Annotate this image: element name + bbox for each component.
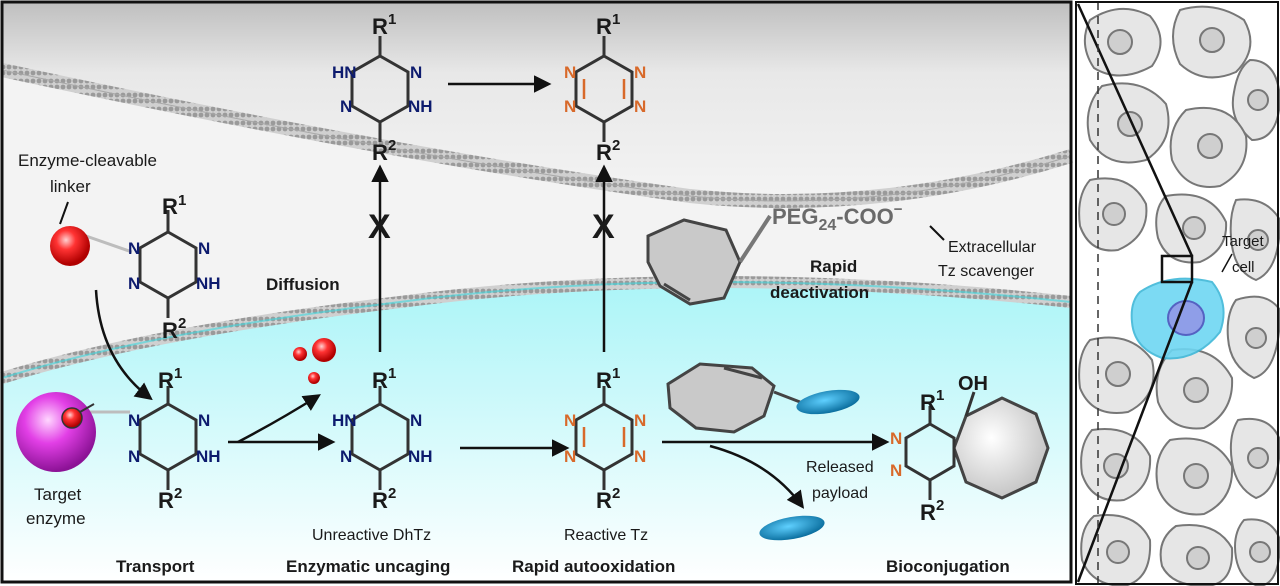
svg-text:2: 2 — [612, 137, 620, 154]
svg-text:Target: Target — [34, 485, 82, 504]
svg-text:R: R — [372, 14, 388, 39]
svg-text:deactivation: deactivation — [770, 283, 869, 302]
svg-text:HN: HN — [332, 411, 357, 430]
svg-text:1: 1 — [388, 365, 396, 382]
svg-text:N: N — [890, 429, 902, 448]
svg-text:N: N — [340, 97, 352, 116]
svg-text:Released: Released — [806, 459, 874, 476]
svg-text:N: N — [198, 239, 210, 258]
svg-text:N: N — [340, 447, 352, 466]
svg-text:OH: OH — [958, 373, 988, 395]
svg-text:N: N — [564, 63, 576, 82]
svg-text:2: 2 — [174, 485, 182, 502]
svg-text:N: N — [890, 461, 902, 480]
svg-text:N: N — [564, 411, 576, 430]
svg-text:Rapid: Rapid — [810, 257, 857, 276]
svg-text:2: 2 — [936, 497, 944, 514]
svg-text:N: N — [128, 239, 140, 258]
svg-text:enzyme: enzyme — [26, 509, 86, 528]
blocked-mark-dhtz: X — [368, 208, 391, 246]
svg-text:R: R — [596, 14, 612, 39]
svg-text:N: N — [128, 447, 140, 466]
unreactive-dhtz-upper: R 1 R 2 HN N N NH — [332, 11, 433, 165]
svg-text:1: 1 — [388, 11, 396, 28]
svg-text:NH: NH — [408, 447, 433, 466]
svg-text:Enzymatic uncaging: Enzymatic uncaging — [286, 557, 450, 576]
svg-text:R: R — [596, 488, 612, 513]
svg-text:Tz scavenger: Tz scavenger — [938, 263, 1035, 280]
svg-text:2: 2 — [388, 485, 396, 502]
svg-text:N: N — [128, 274, 140, 293]
svg-text:2: 2 — [612, 485, 620, 502]
svg-text:N: N — [564, 97, 576, 116]
svg-text:N: N — [634, 447, 646, 466]
svg-text:2: 2 — [388, 137, 396, 154]
svg-text:Extracellular: Extracellular — [948, 239, 1037, 256]
svg-text:N: N — [634, 411, 646, 430]
svg-text:R: R — [920, 390, 936, 415]
svg-text:N: N — [564, 447, 576, 466]
svg-text:cell: cell — [1232, 259, 1255, 276]
svg-text:R: R — [596, 140, 612, 165]
svg-text:N: N — [198, 411, 210, 430]
svg-text:payload: payload — [812, 485, 868, 502]
svg-text:Rapid autooxidation: Rapid autooxidation — [512, 557, 675, 576]
svg-text:N: N — [410, 63, 422, 82]
svg-text:R: R — [158, 488, 174, 513]
svg-text:1: 1 — [936, 387, 944, 404]
svg-text:N: N — [128, 411, 140, 430]
svg-text:1: 1 — [178, 192, 186, 209]
svg-text:Unreactive DhTz: Unreactive DhTz — [312, 527, 431, 544]
tco-payload — [666, 362, 860, 434]
linker-release-curve-arrow — [237, 394, 321, 444]
bioconjugation-product: OH R 1 R 2 N N — [890, 373, 1050, 525]
svg-text:Transport: Transport — [116, 557, 195, 576]
blocked-mark-tz: X — [592, 208, 615, 246]
svg-text:N: N — [634, 97, 646, 116]
svg-text:NH: NH — [408, 97, 433, 116]
svg-text:2: 2 — [178, 315, 186, 332]
unreactive-dhtz-lower: R 1 R 2 HN N N NH Unreactive DhTz — [312, 365, 433, 544]
svg-text:NH: NH — [196, 274, 221, 293]
step-titles: Transport Enzymatic uncaging Rapid autoo… — [116, 557, 1010, 576]
zoom-box — [1160, 254, 1194, 284]
released-linker-balls — [293, 338, 336, 384]
target-enzyme: Target enzyme — [16, 392, 130, 528]
red-linker-ball — [50, 226, 90, 266]
svg-text:1: 1 — [174, 365, 182, 382]
transport-curve-arrow — [94, 289, 153, 401]
svg-text:Reactive Tz: Reactive Tz — [564, 527, 648, 544]
svg-text:R: R — [372, 368, 388, 393]
svg-text:Bioconjugation: Bioconjugation — [886, 557, 1010, 576]
svg-text:N: N — [634, 63, 646, 82]
svg-text:R: R — [162, 318, 178, 343]
svg-text:Enzyme-cleavable: Enzyme-cleavable — [18, 151, 157, 170]
svg-text:1: 1 — [612, 11, 620, 28]
released-payload — [759, 515, 825, 541]
svg-text:R: R — [372, 488, 388, 513]
svg-text:Target: Target — [1222, 233, 1265, 250]
payload-release-curve-arrow — [709, 444, 805, 509]
svg-text:R: R — [372, 140, 388, 165]
svg-text:HN: HN — [332, 63, 357, 82]
caged-tetrazine-linker: Enzyme-cleavable linker R 1 R 2 N N N NH — [18, 151, 221, 343]
svg-text:N: N — [410, 411, 422, 430]
tco-scavenger: PEG24-COO− Rapid deactivation Extracellu… — [646, 201, 1037, 306]
svg-text:PEG24-COO−: PEG24-COO− — [772, 201, 903, 234]
svg-text:R: R — [596, 368, 612, 393]
svg-text:R: R — [162, 194, 178, 219]
svg-text:NH: NH — [196, 447, 221, 466]
svg-text:linker: linker — [50, 177, 91, 196]
main-panel — [0, 0, 1074, 584]
svg-text:R: R — [920, 500, 936, 525]
svg-text:R: R — [158, 368, 174, 393]
tissue-panel: Target cell — [1075, 1, 1280, 586]
reactive-tz-upper: R 1 R 2 N N N N — [564, 11, 646, 165]
bound-tetrazine: R 1 R 2 N N N NH — [128, 365, 221, 513]
svg-text:1: 1 — [612, 365, 620, 382]
svg-text:Diffusion: Diffusion — [266, 275, 340, 294]
reactive-tz-lower: R 1 R 2 N N N N Reactive Tz — [564, 365, 648, 544]
